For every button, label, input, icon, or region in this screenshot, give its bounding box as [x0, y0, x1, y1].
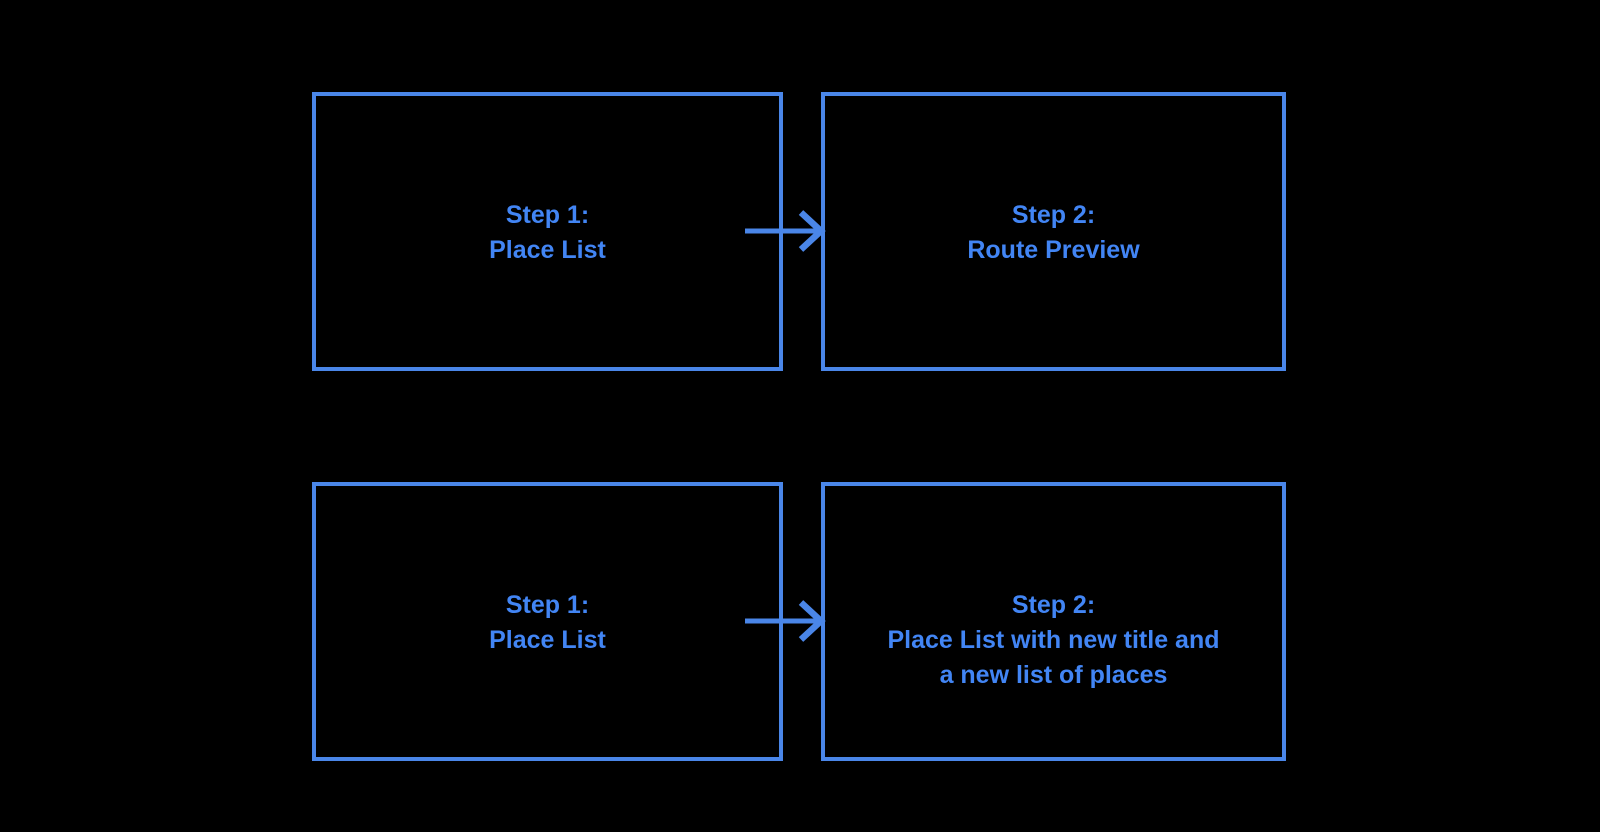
- right-arrow-connector-row2: [745, 600, 826, 642]
- box-label-line: Place List: [489, 236, 606, 264]
- box-label: Step 2: Place List with new title and a …: [887, 588, 1219, 693]
- box-label-line: Step 1:: [505, 591, 590, 619]
- flow-box-row2-step1-place-list: Step 1: Place List: [312, 482, 783, 761]
- box-label-line: Step 1:: [505, 201, 590, 229]
- box-label-line: Place List: [489, 626, 606, 654]
- right-arrow-connector-row1: [745, 210, 826, 252]
- flow-box-row2-step2-place-list-new-title: Step 2: Place List with new title and a …: [821, 482, 1286, 761]
- box-label: Step 1: Place List: [489, 588, 606, 658]
- box-label-line: Place List with new title and: [887, 626, 1220, 654]
- box-label: Step 1: Place List: [489, 198, 606, 268]
- box-label: Step 2: Route Preview: [967, 198, 1139, 268]
- box-label-line: a new list of places: [939, 661, 1168, 689]
- flow-box-row1-step1-place-list: Step 1: Place List: [312, 92, 783, 371]
- box-label-line: Route Preview: [967, 236, 1140, 264]
- flow-box-row1-step2-route-preview: Step 2: Route Preview: [821, 92, 1286, 371]
- box-label-line: Step 2:: [1011, 201, 1096, 229]
- box-label-line: Step 2:: [1011, 591, 1096, 619]
